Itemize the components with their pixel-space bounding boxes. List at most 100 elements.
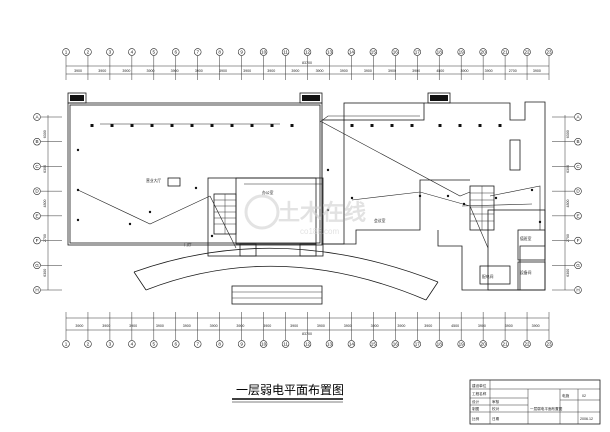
- bottom-axis-17-label: 17: [415, 342, 421, 347]
- room-label-lobby: 门厅: [184, 242, 192, 247]
- outlet-8: [326, 168, 330, 172]
- top-axis-4: 4: [128, 48, 136, 56]
- right-axis-f: F: [574, 236, 582, 245]
- left-axis-b: B: [33, 138, 41, 146]
- column-12: [350, 124, 354, 127]
- bottom-axis-23: 23: [545, 340, 553, 348]
- left-axis-b-label: B: [35, 139, 38, 144]
- left-dim-5: 6300: [43, 269, 47, 277]
- bottom-dim-8: 3900: [263, 324, 271, 328]
- right-dim-3: 4800: [566, 200, 570, 208]
- tb-scale-label: 比例: [472, 416, 480, 421]
- left-axis-c: C: [33, 162, 41, 171]
- top-axis-1: 1: [62, 48, 70, 56]
- right-axis-c-label: C: [576, 164, 580, 169]
- bottom-dim-10: 3900: [317, 324, 325, 328]
- column-markers: [90, 124, 502, 127]
- bottom-dim-7: 3900: [236, 324, 244, 328]
- bottom-axis-18: 18: [435, 340, 443, 348]
- column-1: [90, 124, 94, 127]
- room-label-office: 办公室: [262, 190, 274, 195]
- bottom-axis-6-label: 6: [174, 342, 177, 347]
- column-15: [410, 124, 414, 127]
- top-dim-20: 3900: [533, 69, 541, 73]
- top-axis-1-label: 1: [65, 50, 68, 55]
- right-axis-h: H: [574, 286, 582, 294]
- column-3: [130, 124, 134, 127]
- top-axis-8: 8: [215, 48, 224, 56]
- bottom-axis-9: 9: [237, 340, 246, 348]
- top-dim-2: 3900: [98, 69, 106, 73]
- top-axis-12-label: 12: [305, 50, 311, 55]
- bottom-axis-19: 19: [457, 340, 465, 348]
- top-axis-22-label: 22: [524, 50, 530, 55]
- top-axis-18: 18: [435, 48, 443, 56]
- top-axis-16-label: 16: [393, 50, 399, 55]
- outlet-16: [538, 220, 542, 224]
- right-dim-2: 6300: [566, 165, 570, 173]
- top-axis-8-label: 8: [218, 50, 221, 55]
- column-9: [250, 124, 254, 127]
- right-dim-5: 6300: [566, 269, 570, 277]
- bottom-total-dimension: 83700: [302, 332, 312, 336]
- bottom-dim-12: 3900: [371, 324, 379, 328]
- outlet-5: [148, 210, 152, 214]
- top-axis-11-label: 11: [283, 50, 288, 55]
- bottom-dim-16: 3900: [478, 324, 486, 328]
- left-dim-1: 6300: [43, 130, 47, 138]
- right-axis-g: G: [574, 261, 582, 269]
- outlet-15: [530, 188, 534, 192]
- top-dim-17: 3900: [460, 69, 468, 73]
- bottom-axis-15-label: 15: [371, 342, 377, 347]
- tb-review-label: 审核: [492, 399, 500, 404]
- tb-sheet-no: 02: [582, 394, 586, 398]
- room-label-electrical: 配电间: [482, 274, 494, 279]
- bottom-axis-13-label: 13: [327, 342, 333, 347]
- bottom-axis-22-label: 22: [524, 342, 530, 347]
- bottom-dim-14: 3900: [424, 324, 432, 328]
- weak-current-wiring: [77, 115, 541, 249]
- top-axis-10-label: 10: [261, 50, 267, 55]
- left-axis-g: G: [33, 261, 41, 269]
- outlet-3: [76, 218, 80, 222]
- bottom-axis-10-label: 10: [261, 342, 267, 347]
- top-axis-9: 9: [237, 48, 246, 56]
- top-dim-1: 3900: [74, 69, 82, 73]
- bottom-dim-4: 3900: [156, 324, 164, 328]
- top-axis-18-label: 18: [437, 50, 443, 55]
- column-11: [290, 124, 294, 127]
- bottom-axis-5: 5: [150, 340, 158, 348]
- top-axis-7: 7: [194, 48, 202, 56]
- column-18: [478, 124, 482, 127]
- bottom-axis-5-label: 5: [153, 342, 156, 347]
- building-walls: [67, 92, 546, 291]
- tb-sheet-name: 一层弱电平面布置图: [530, 406, 563, 411]
- top-axis-20: 20: [479, 48, 487, 56]
- top-dim-10: 3900: [291, 69, 299, 73]
- east-stair: [469, 185, 495, 231]
- column-14: [390, 124, 394, 127]
- bottom-axis-4: 4: [128, 340, 136, 348]
- bottom-axis-20-label: 20: [481, 342, 487, 347]
- top-axis-5: 5: [150, 48, 158, 56]
- tb-date-label: 日期: [492, 416, 500, 421]
- right-axis-a-label: A: [576, 115, 580, 120]
- bottom-axis-1: 1: [62, 340, 70, 348]
- bottom-axis-15: 15: [369, 340, 378, 348]
- top-axis-20-label: 20: [481, 50, 487, 55]
- right-axis-f-label: F: [577, 238, 580, 243]
- top-dim-16: 4500: [436, 69, 444, 73]
- top-axis-2-label: 2: [87, 50, 90, 55]
- tb-project-label: 工程名称: [472, 391, 487, 396]
- bottom-dim-9: 3900: [290, 324, 298, 328]
- bottom-axis-19-label: 19: [459, 342, 465, 347]
- bottom-axis-1-label: 1: [65, 342, 68, 347]
- left-axis-d-label: D: [35, 189, 39, 194]
- title-block: [469, 379, 601, 425]
- left-axis-h: H: [33, 286, 41, 294]
- room-label-hall: 营业大厅: [146, 178, 161, 183]
